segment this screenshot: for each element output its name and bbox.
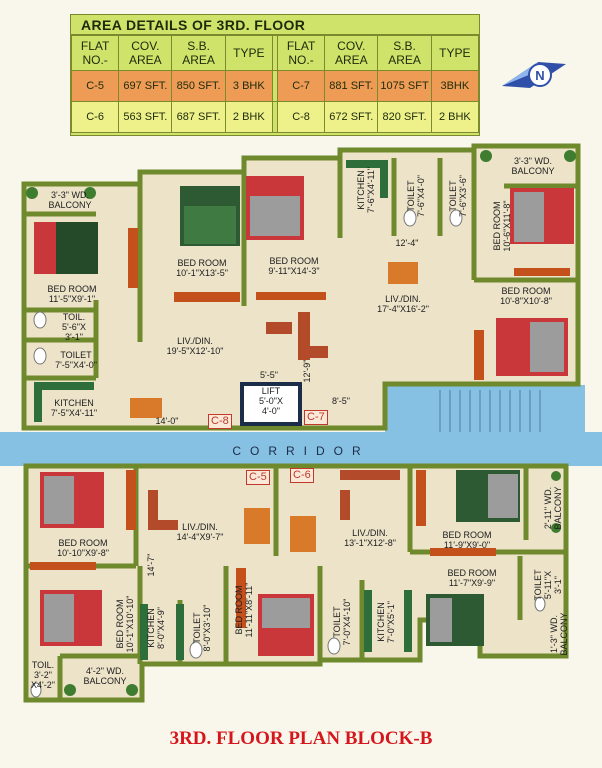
cell: C-5: [70, 70, 120, 102]
col-cov: COV. AREA: [118, 35, 173, 71]
table-row: C-5 697 SFT. 850 SFT. 3 BHK C-7 881 SFT.…: [70, 70, 480, 102]
room-label: 1'-3" WD. BALCONY: [549, 612, 569, 656]
room-label: 3'-3" WD. BALCONY: [511, 156, 555, 176]
lift-shaft: [240, 382, 302, 426]
room-label: TOILET 5'-11"X 3'-1": [533, 569, 563, 601]
area-table: FLAT NO.- COV. AREA S.B. AREA TYPE FLAT …: [70, 35, 480, 133]
cell: 3 BHK: [224, 70, 273, 102]
room-label: BED ROOM 10'-6"X11'-8": [492, 200, 512, 252]
col-sb: S.B. AREA: [171, 35, 226, 71]
room-label: 4'-2" WD. BALCONY: [83, 666, 127, 686]
room-label: BED ROOM 10'-10"X9'-8": [57, 538, 109, 558]
cell: 3BHK: [430, 70, 480, 102]
cell: 850 SFT.: [171, 70, 226, 102]
cell: 820 SFT.: [377, 101, 432, 133]
room-label: LIV./DIN. 13'-1"X12'-8": [344, 528, 396, 548]
col-type: TYPE: [224, 35, 273, 71]
cell: 697 SFT.: [118, 70, 173, 102]
upper-walls: [21, 143, 581, 431]
corridor-label: CORRIDOR: [232, 444, 370, 458]
col-flat-2: FLAT NO.-: [276, 35, 326, 71]
room-label: KITCHEN 7'-0"X5'-1": [376, 601, 396, 643]
compass-icon: N: [502, 62, 566, 88]
room-label: BED ROOM 10'-1"X10'-10": [115, 595, 135, 653]
cell: 2 BHK: [224, 101, 273, 133]
room-label: BED ROOM 10'-1"X13'-5": [176, 258, 228, 278]
dining-tables: [130, 262, 418, 552]
table-title: AREA DETAILS OF 3RD. FLOOR: [71, 15, 479, 35]
dim-label: 5'-5": [260, 370, 278, 380]
flat-tag-c5: C-5: [246, 470, 270, 485]
cell: 687 SFT.: [171, 101, 226, 133]
col-cov-2: COV. AREA: [324, 35, 379, 71]
col-type-2: TYPE: [430, 35, 480, 71]
flat-tag-c8: C-8: [208, 414, 232, 429]
cell: 2 BHK: [430, 101, 480, 133]
table-header-row: FLAT NO.- COV. AREA S.B. AREA TYPE FLAT …: [70, 35, 480, 71]
table-row: C-6 563 SFT. 687 SFT. 2 BHK C-8 672 SFT.…: [70, 101, 480, 133]
cell: 881 SFT.: [324, 70, 379, 102]
room-label: BED ROOM 10'-8"X10'-8": [500, 286, 552, 306]
cell: 1075 SFT: [377, 70, 432, 102]
dim-label: 12'-9": [302, 359, 312, 383]
beds-upper: [34, 176, 574, 376]
room-label: 2'-11" WD. BALCONY: [543, 486, 563, 530]
room-label: LIV./DIN. 17'-4"X16'-2": [377, 294, 429, 314]
room-label: BED ROOM 11'-11"X8'-11": [234, 582, 254, 638]
lift-label: LIFT 5'-0"X 4'-0": [259, 386, 283, 416]
room-label: LIV./DIN. 19'-5"X12'-10": [166, 336, 224, 356]
compass-label: N: [535, 68, 544, 83]
cell: 563 SFT.: [118, 101, 173, 133]
dim-label: 12'-4": [395, 238, 419, 248]
room-label: KITCHEN 7'-6"X4'-11": [356, 166, 376, 214]
wardrobes: [30, 228, 570, 628]
kitchen-counters: [34, 160, 412, 660]
staircase-area: [385, 385, 585, 445]
cell: 672 SFT.: [324, 101, 379, 133]
cell: C-8: [276, 101, 326, 133]
room-label: BED ROOM 11'-9"X9'-0": [442, 530, 492, 550]
dim-label: 14'-7": [146, 553, 156, 577]
flat-tag-c6: C-6: [290, 468, 314, 483]
room-label: TOILET 7'-5"X4'-0": [55, 350, 97, 370]
room-label: BED ROOM 9'-11"X14'-3": [268, 256, 320, 276]
flat-tag-c7: C-7: [304, 410, 328, 425]
room-label: KITCHEN 7'-5"X4'-11": [50, 398, 98, 418]
beds-lower: [40, 470, 520, 656]
stair-steps: [439, 390, 541, 432]
room-label: TOILET 7'-0"X4'-10": [332, 598, 352, 646]
room-label: TOIL. 3'-2" X4'-2": [31, 660, 55, 690]
cell: C-6: [70, 101, 120, 133]
room-label: TOILET 7'-6"X3'-6": [448, 175, 468, 217]
sofas: [148, 312, 400, 530]
room-label: LIV./DIN. 14'-4"X9'-7": [176, 522, 224, 542]
room-label: KITCHEN 8'-0"X4'-9": [146, 607, 166, 649]
balcony-plants: [26, 150, 576, 696]
room-label: TOILET 7'-6"X4'-0": [406, 175, 426, 217]
room-label: BED ROOM 11'-5"X9'-1": [47, 284, 97, 304]
room-label: 3'-3" WD. BALCONY: [48, 190, 92, 210]
col-sb-2: S.B. AREA: [377, 35, 432, 71]
toilet-fixtures: [30, 209, 546, 698]
room-label: TOIL. 5'-6"X 3'-1": [62, 312, 86, 342]
room-label: BED ROOM 11'-7"X9'-9": [447, 568, 497, 588]
col-flat: FLAT NO.-: [70, 35, 120, 71]
dim-label: 8'-5": [332, 396, 350, 406]
plan-title: 3RD. FLOOR PLAN BLOCK-B: [169, 728, 433, 749]
area-details-table: AREA DETAILS OF 3RD. FLOOR FLAT NO.- COV…: [70, 14, 480, 136]
dim-label: 14'-0": [155, 416, 179, 426]
room-label: TOILET 8'-0"X3'-10": [192, 604, 212, 652]
